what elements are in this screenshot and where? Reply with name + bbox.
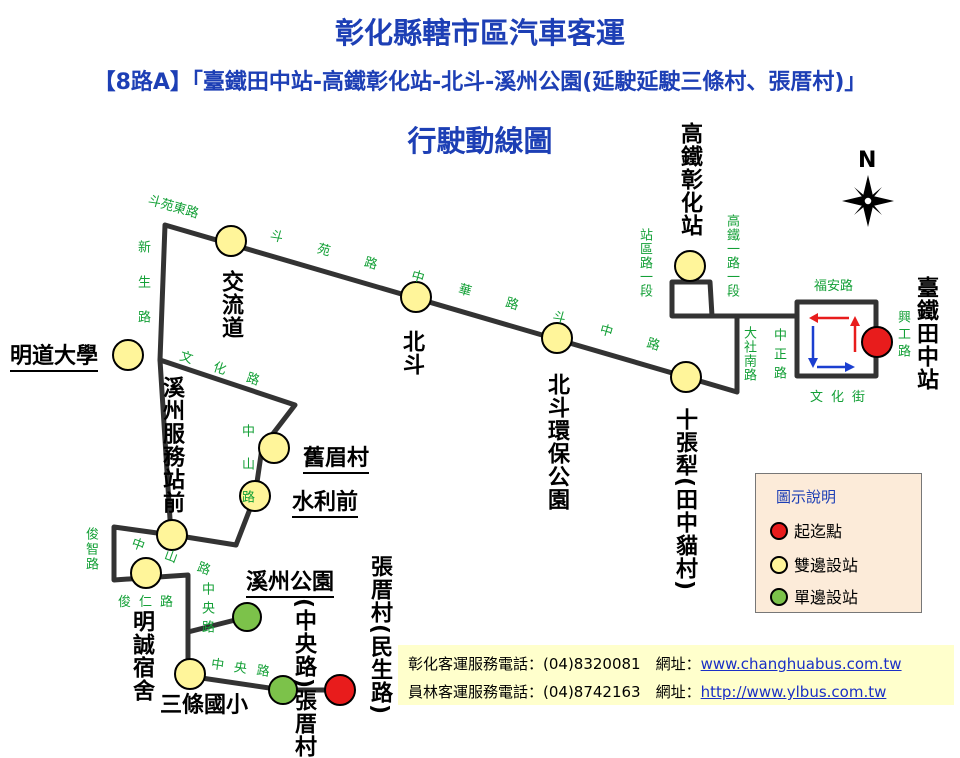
stop-label-shuili: 水利前: [292, 492, 359, 518]
stop-label-jiaoliu: 交流道: [218, 270, 243, 339]
stop-label-jiumei: 舊眉村: [303, 448, 370, 474]
road-label-dashe-south: 大社南路: [741, 326, 756, 382]
road-label-zhongshan-1: 中山路: [239, 424, 254, 523]
contact-info: 彰化客運服務電話：(04)8320081 網址：www.changhuabus.…: [398, 645, 954, 705]
route-map: [111, 175, 894, 706]
route-subtitle: 【8路A】「臺鐵田中站-高鐵彰化站-北斗-溪州公園(延駛延駛三條村、張厝村)」: [93, 70, 867, 95]
legend-title: 圖示說明: [776, 488, 837, 506]
stop-marker-mingcheng: [130, 557, 162, 589]
stop-label-hsr: 高鐵彰化站: [677, 122, 702, 237]
road-label-junzhi: 俊智路: [83, 527, 98, 572]
page-title: 彰化縣轄市區汽車客運: [334, 16, 625, 50]
stop-marker-shuili: [239, 480, 271, 512]
route-segment-main: [157, 222, 740, 395]
legend-item-terminal: 起迄點: [770, 518, 842, 542]
legend-item-label: 單邊設站: [794, 588, 859, 607]
compass-north-label: N: [858, 148, 877, 173]
stop-marker-zhangcuo-zhongyang: [268, 675, 298, 705]
road-label-junren: 俊仁路: [118, 595, 182, 610]
terminal-dot-icon: [770, 522, 788, 540]
stop-marker-beidou: [400, 281, 432, 313]
road-label-gaotie: 高鐵一路一段: [724, 214, 739, 298]
stop-marker-tianzhong: [861, 326, 893, 358]
stop-label-mingcheng: 明誠宿舍: [129, 610, 154, 702]
legend-item-label: 雙邊設站: [794, 556, 859, 575]
road-label-wenhua-st: 文化街: [810, 390, 874, 405]
road-label-xinsheng: 新生路: [135, 240, 150, 345]
stop-label-santiao: 三條國小: [160, 693, 249, 718]
contact-label: 彰化客運服務電話：(04)8320081 網址：: [408, 655, 701, 673]
legend: 圖示說明 起迄點 雙邊設站 單邊設站: [755, 473, 922, 613]
stop-markers: [112, 225, 893, 706]
stop-label-mingdao: 明道大學: [10, 346, 99, 372]
stop-marker-mingdao: [112, 339, 144, 371]
contact-url-link[interactable]: www.changhuabus.com.tw: [700, 655, 902, 673]
stop-marker-xizhou-service: [156, 519, 188, 551]
contact-url-link[interactable]: http://www.ylbus.com.tw: [700, 683, 887, 701]
stop-label-shizhangli: 十張犁(田中貓村): [672, 408, 697, 592]
two-way-dot-icon: [770, 556, 788, 574]
map-title: 行駛動線圖: [407, 124, 553, 158]
stop-label-beidou-park: 北斗環保公園: [544, 373, 569, 511]
loop-arrows: [808, 313, 860, 372]
one-way-dot-icon: [770, 588, 788, 606]
stop-label-xizhou-park: 溪州公園: [246, 572, 335, 598]
stop-label-tianzhong: 臺鐵田中站: [913, 276, 938, 391]
road-label-zhongzheng: 中正路: [771, 328, 786, 385]
stop-marker-beidou-park: [541, 322, 573, 354]
road-label-fuan: 福安路: [814, 279, 854, 294]
compass-icon: [842, 175, 894, 227]
stop-label-zhangcuo-minsheng: 張厝村(民生路): [367, 555, 392, 716]
contact-label: 員林客運服務電話：(04)8742163 網址：: [408, 683, 701, 701]
stop-marker-shizhangli: [670, 361, 702, 393]
road-label-zhongyang-1: 中央路: [199, 582, 214, 639]
stop-marker-jiaoliu: [215, 225, 247, 257]
stop-marker-santiao: [174, 658, 206, 690]
stop-marker-jiumei: [258, 432, 290, 464]
contact-line-yuanlin: 員林客運服務電話：(04)8742163 網址：http://www.ylbus…: [408, 681, 886, 702]
route-segment-hsr-loop: [669, 279, 715, 319]
stop-marker-zhangcuo-minsheng: [324, 674, 356, 706]
legend-item-two-way: 雙邊設站: [770, 552, 858, 576]
road-label-zhanqu: 站區路一段: [637, 228, 652, 298]
legend-item-one-way: 單邊設站: [770, 584, 858, 608]
stop-label-xizhou-service: 溪州服務站前: [159, 376, 184, 514]
road-label-xinggong: 興工路: [895, 310, 910, 361]
stop-marker-xizhou-park: [232, 602, 262, 632]
stop-marker-hsr: [674, 250, 706, 282]
legend-item-label: 起迄點: [794, 522, 843, 541]
stop-label-beidou: 北斗: [399, 330, 424, 376]
stop-label-zhangcuo-zhongyang: (中央路)張厝村: [291, 598, 316, 758]
contact-line-changhua: 彰化客運服務電話：(04)8320081 網址：www.changhuabus.…: [408, 653, 902, 674]
